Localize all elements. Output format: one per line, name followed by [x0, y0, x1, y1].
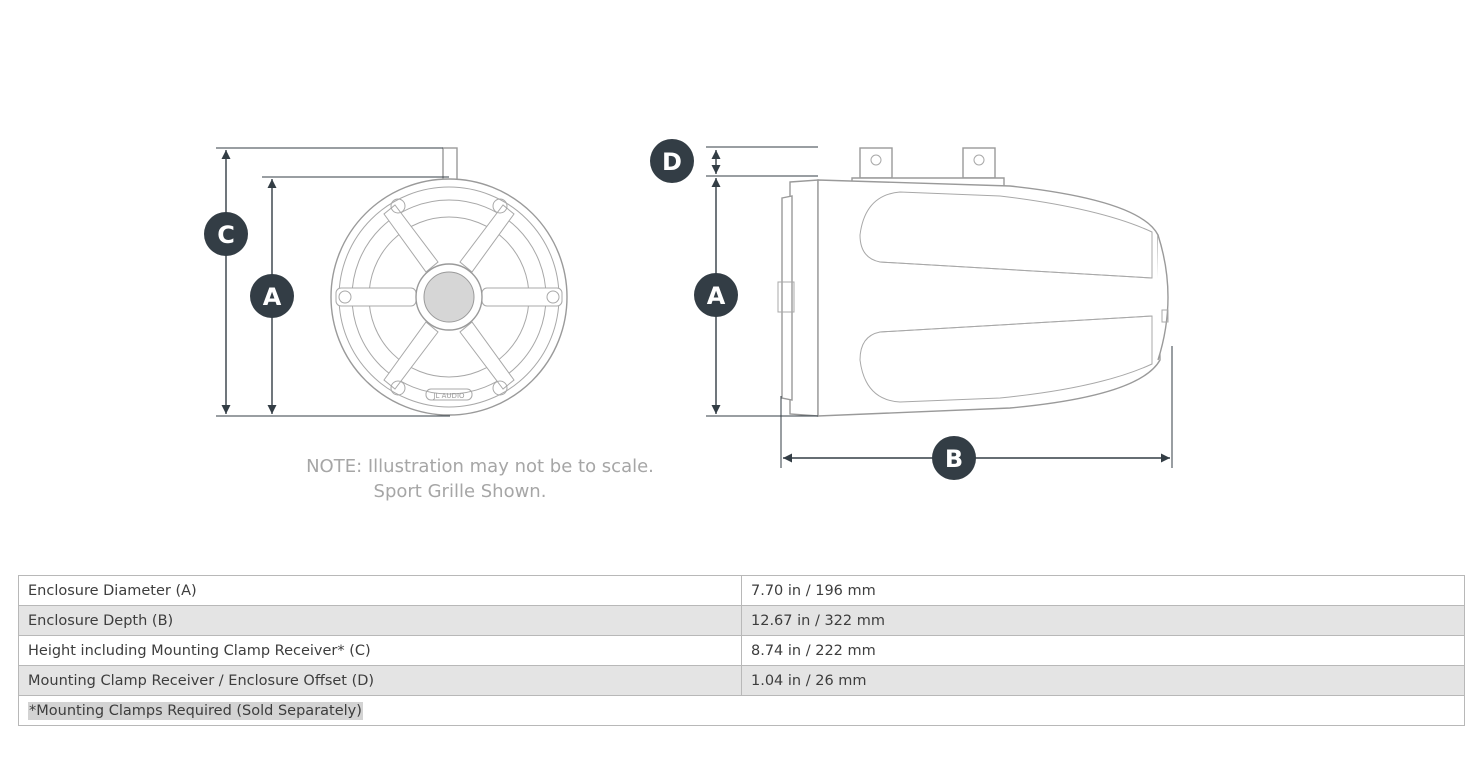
- spec-value: 12.67 in / 322 mm: [741, 605, 1465, 636]
- footnote-text: *Mounting Clamps Required (Sold Separate…: [28, 701, 363, 720]
- dimension-badge-d: D: [650, 139, 694, 183]
- dimension-badge-a-front: A: [250, 274, 294, 318]
- spec-label: Enclosure Depth (B): [18, 605, 742, 636]
- side-view-dimensions: [706, 146, 1173, 468]
- specifications-table: Enclosure Diameter (A) 7.70 in / 196 mm …: [18, 575, 1465, 726]
- table-row: Mounting Clamp Receiver / Enclosure Offs…: [18, 665, 1465, 696]
- spec-label: Height including Mounting Clamp Receiver…: [18, 635, 742, 666]
- spec-value: 8.74 in / 222 mm: [741, 635, 1465, 666]
- dimension-badge-c: C: [204, 212, 248, 256]
- svg-text:A: A: [707, 282, 726, 310]
- svg-text:C: C: [217, 221, 235, 249]
- note-line-2: Sport Grille Shown.: [374, 481, 547, 502]
- table-row: Enclosure Depth (B) 12.67 in / 322 mm: [18, 605, 1465, 636]
- dimension-diagram: JL AUDIO C A NOTE: Illustration may not …: [204, 139, 1173, 502]
- dimension-badge-b: B: [932, 436, 976, 480]
- logo-text: JL AUDIO: [432, 392, 465, 400]
- note-line-1: NOTE: Illustration may not be to scale.: [306, 456, 654, 477]
- spec-value: 7.70 in / 196 mm: [741, 575, 1465, 606]
- side-view-enclosure: [777, 147, 1169, 417]
- svg-text:B: B: [945, 445, 963, 473]
- dimension-badge-a-side: A: [694, 273, 738, 317]
- svg-text:D: D: [662, 148, 682, 176]
- front-view-speaker: JL AUDIO: [330, 147, 568, 416]
- footnote-cell: *Mounting Clamps Required (Sold Separate…: [18, 695, 1465, 726]
- spec-label: Enclosure Diameter (A): [18, 575, 742, 606]
- spec-value: 1.04 in / 26 mm: [741, 665, 1465, 696]
- table-row-footnote: *Mounting Clamps Required (Sold Separate…: [18, 695, 1465, 726]
- svg-text:A: A: [263, 283, 282, 311]
- spec-label: Mounting Clamp Receiver / Enclosure Offs…: [18, 665, 742, 696]
- table-row: Height including Mounting Clamp Receiver…: [18, 635, 1465, 666]
- table-row: Enclosure Diameter (A) 7.70 in / 196 mm: [18, 575, 1465, 606]
